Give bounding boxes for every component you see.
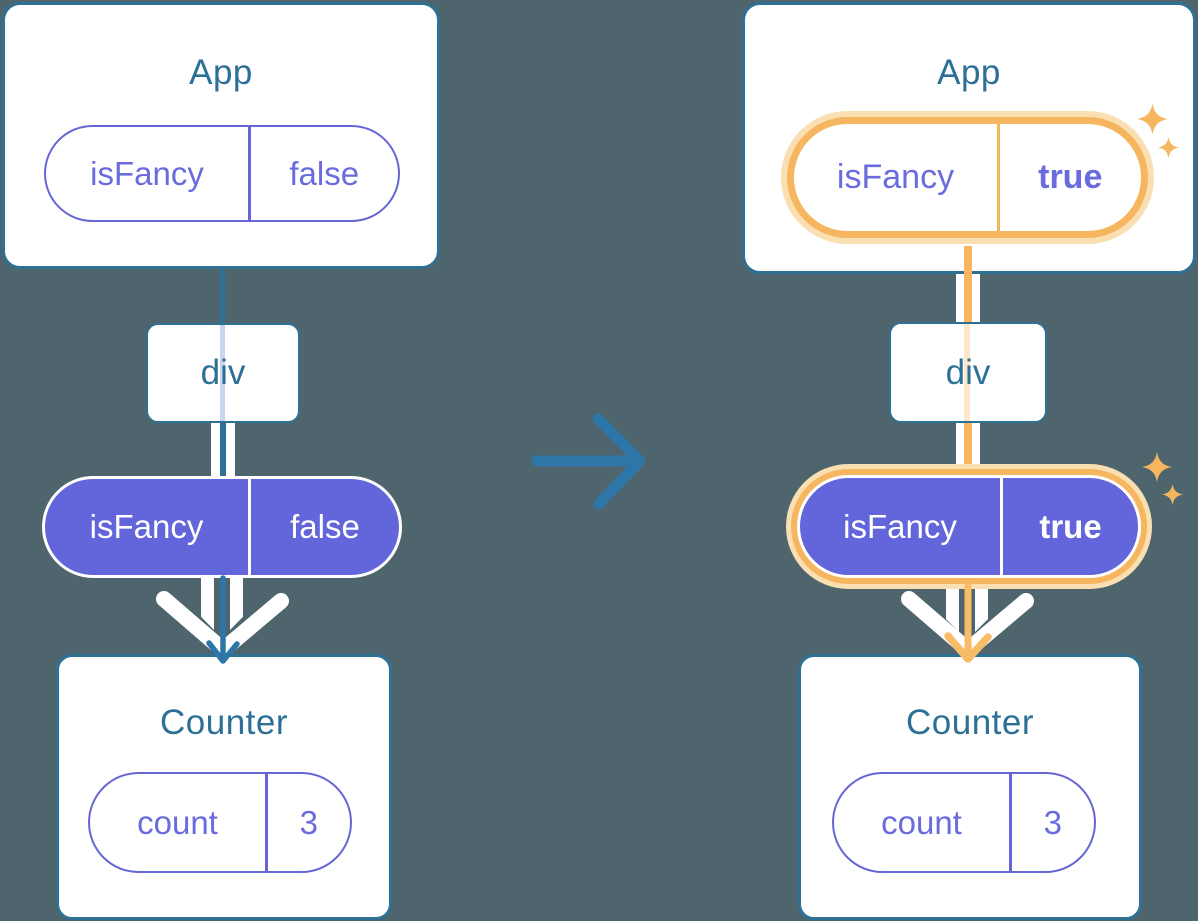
- pass-through-line: [220, 325, 225, 421]
- pass-down-stub-right: [975, 586, 988, 632]
- state-key: count: [137, 803, 218, 841]
- state-pill-isfancy-after: isFancy true: [787, 117, 1148, 238]
- state-value: false: [289, 154, 360, 192]
- prop-pill-isfancy-after: isFancy true: [797, 475, 1141, 578]
- component-title: div: [945, 352, 991, 392]
- component-title: App: [189, 53, 253, 92]
- pill-divider: [997, 124, 1000, 231]
- state-pill-count-after: count 3: [832, 772, 1096, 873]
- prop-value: true: [1039, 507, 1102, 545]
- sparkle-icon: [1162, 484, 1183, 505]
- prop-flow-arrow-icon: [206, 575, 240, 664]
- prop-value: false: [290, 508, 360, 545]
- state-pill-isfancy-before: isFancy false: [44, 125, 400, 222]
- state-key: count: [881, 803, 962, 841]
- pill-divider: [248, 127, 251, 220]
- transition-arrow-icon: [531, 413, 646, 510]
- state-value: 3: [299, 803, 318, 841]
- pill-divider: [1000, 478, 1003, 575]
- pass-down-stub-left: [201, 577, 214, 630]
- connector-app-div-before: [220, 269, 225, 324]
- div-card-after: div: [889, 322, 1047, 423]
- sparkle-icon: [1137, 103, 1168, 135]
- prop-key: isFancy: [843, 507, 957, 545]
- component-title: App: [937, 53, 1001, 92]
- pass-down-stub-left: [946, 586, 959, 632]
- state-value: true: [1038, 158, 1103, 196]
- prop-pill-isfancy-before: isFancy false: [42, 476, 402, 578]
- connector-app-div-after-core: [964, 273, 972, 323]
- sparkle-icon: [1158, 137, 1179, 158]
- state-key: isFancy: [90, 154, 204, 192]
- pass-through-line: [964, 324, 970, 421]
- pill-divider: [1009, 774, 1012, 871]
- prop-key: isFancy: [89, 508, 204, 545]
- highlight-line-inside-app: [964, 246, 972, 274]
- state-value: 3: [1043, 803, 1062, 841]
- connector-div-pill-before-core: [220, 422, 226, 477]
- component-title: Counter: [159, 703, 289, 742]
- pill-divider: [248, 479, 251, 575]
- component-title: Counter: [905, 703, 1035, 742]
- pass-down-stub-right: [230, 577, 243, 630]
- component-title: div: [200, 353, 246, 392]
- pill-divider: [265, 774, 268, 871]
- prop-flow-arrow-icon: [944, 582, 992, 663]
- connector-div-pill-after-core: [964, 421, 972, 469]
- state-key: isFancy: [836, 158, 955, 196]
- state-pill-count-before: count 3: [88, 772, 352, 873]
- sparkle-icon: [1142, 452, 1172, 482]
- div-card-before: div: [146, 323, 300, 423]
